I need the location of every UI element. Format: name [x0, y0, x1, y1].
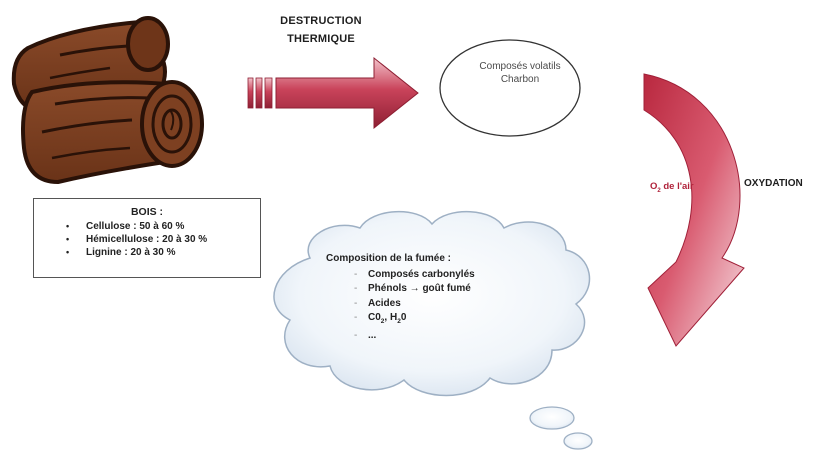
products-oval	[439, 39, 581, 137]
oxygen-prefix: O	[650, 181, 658, 192]
list-item-ellipsis: ...	[354, 329, 475, 344]
list-item: Cellulose : 50 à 60 %	[66, 220, 207, 233]
smoke-title: Composition de la fumée :	[326, 253, 452, 264]
oxygen-label: O2 de l'air	[650, 181, 694, 194]
block-arrow-icon	[247, 56, 419, 130]
list-item: Phénols → goût fumé	[354, 282, 475, 297]
log-icon	[11, 16, 204, 185]
oxygen-suffix: de l'air	[660, 181, 694, 192]
products-line2: Charbon	[500, 74, 540, 85]
list-item: Lignine : 20 à 30 %	[66, 246, 207, 259]
process-title-line1: DESTRUCTION	[280, 15, 362, 27]
wood-list: Cellulose : 50 à 60 % Hémicellulose : 20…	[66, 220, 207, 259]
process-title: DESTRUCTION THERMIQUE	[246, 12, 396, 48]
products-line1: Composés volatils	[479, 61, 561, 72]
oxygen-subscript: 2	[657, 187, 661, 194]
list-item: Hémicellulose : 20 à 30 %	[66, 233, 207, 246]
list-item: Acides	[354, 297, 475, 312]
products-label: Composés volatils Charbon	[450, 60, 590, 86]
list-item: Composés carbonylés	[354, 268, 475, 283]
h2o-suffix: 0	[400, 311, 407, 323]
co2-prefix: C0	[368, 311, 381, 323]
oxidation-label: OXYDATION	[744, 178, 803, 189]
list-item-gases: C02, H20	[354, 311, 475, 329]
smoke-list: Composés carbonylés Phénols → goût fumé …	[354, 268, 475, 344]
h2o-prefix: , H	[384, 311, 398, 323]
process-title-line2: THERMIQUE	[287, 33, 355, 45]
curved-arrow-icon	[643, 73, 745, 347]
wood-title: BOIS :	[130, 206, 164, 218]
wood-composition-box: BOIS : Cellulose : 50 à 60 % Hémicellulo…	[33, 198, 261, 278]
co2-subscript: 2	[380, 317, 385, 325]
h2o-subscript: 2	[397, 317, 401, 325]
